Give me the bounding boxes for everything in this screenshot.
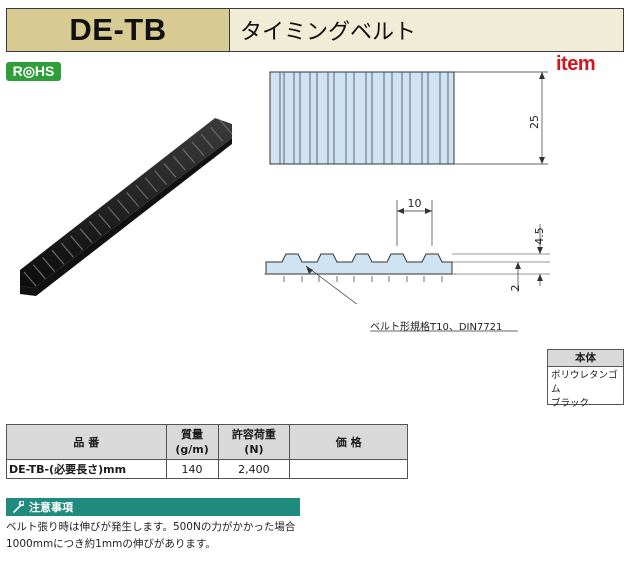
wrench-icon <box>13 501 24 513</box>
tooth-height-dim-label: 4.5 <box>533 227 546 245</box>
col-header-load: 許容荷重 (N) <box>217 424 291 460</box>
notes-line-1: ベルト張り時は伸びが発生します。500Nの力がかかった場合 <box>6 521 296 533</box>
cell-mass: 140 <box>165 459 219 479</box>
table-row: DE-TB-(必要長さ)mm 140 2,400 <box>6 459 408 479</box>
timing-belt-image <box>20 118 233 296</box>
pitch-dim-label: 10 <box>408 197 422 210</box>
notes-text: ベルト張り時は伸びが発生します。500Nの力がかかった場合 1000mmにつき約… <box>6 519 306 553</box>
notes-line-2: 1000mmにつき約1mmの伸びがあります。 <box>6 538 216 550</box>
width-dim-label: 25 <box>528 115 541 129</box>
col-header-price: 価 格 <box>289 424 408 460</box>
product-name-header: タイミングベルト <box>230 8 624 52</box>
belt-side-profile: 10 4.5 2 <box>264 197 550 304</box>
material-box: 本体 ポリウレタンゴム ブラック <box>547 349 624 409</box>
item-logo: item <box>556 53 596 75</box>
thickness-dim-label: 2 <box>509 285 522 292</box>
notes-title: 注意事項 <box>29 501 73 514</box>
product-code-header: DE-TB <box>6 8 230 52</box>
col-header-mass: 質量 (g/m) <box>165 424 219 460</box>
belt-top-view: 25 <box>269 71 548 165</box>
callout-underline <box>370 330 518 332</box>
col-header-part-number: 品 番 <box>6 424 167 460</box>
notes-title-bar: 注意事項 <box>6 498 300 516</box>
rohs-badge: R◎HS <box>6 62 61 81</box>
material-line-1: ポリウレタンゴム <box>551 370 618 395</box>
spec-table: 品 番 質量 (g/m) 許容荷重 (N) 価 格 DE-TB-(必要長さ)mm… <box>6 424 408 479</box>
cell-part-number: DE-TB-(必要長さ)mm <box>6 459 167 479</box>
belt-standard-callout: ベルト形規格T10、DIN7721 <box>370 322 503 333</box>
material-header: 本体 <box>548 350 623 367</box>
cell-price <box>289 459 408 479</box>
material-line-2: ブラック <box>551 398 590 409</box>
cell-load: 2,400 <box>217 459 291 479</box>
